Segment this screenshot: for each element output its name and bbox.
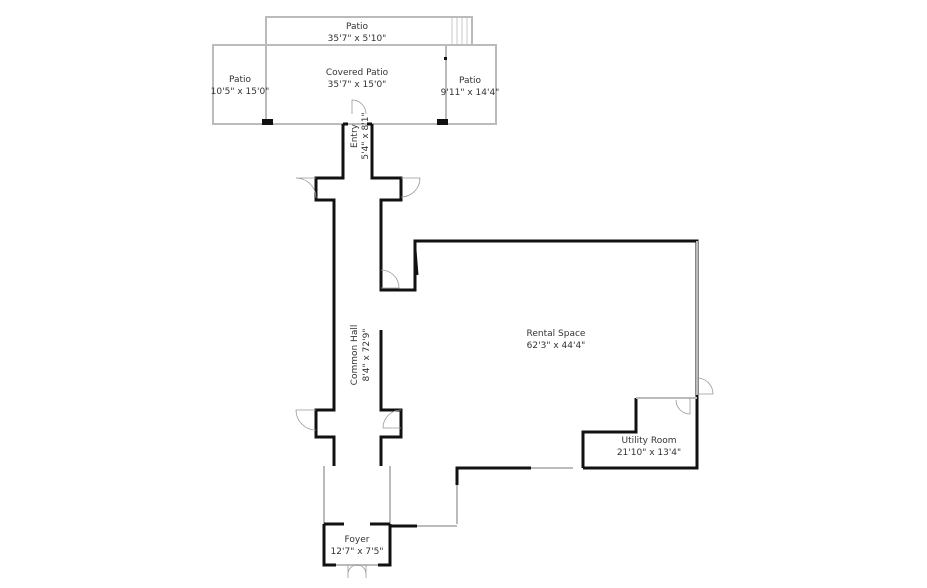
svg-text:5'4" x 8'1": 5'4" x 8'1" — [361, 112, 371, 159]
svg-text:62'3" x 44'4": 62'3" x 44'4" — [527, 341, 586, 351]
svg-text:35'7" x 5'10": 35'7" x 5'10" — [328, 34, 387, 44]
svg-text:Covered Patio: Covered Patio — [326, 68, 389, 78]
svg-text:21'10" x 13'4": 21'10" x 13'4" — [617, 448, 681, 458]
svg-text:12'7" x 7'5": 12'7" x 7'5" — [331, 547, 384, 557]
svg-text:8'4" x 72'9": 8'4" x 72'9" — [362, 329, 372, 382]
stairs — [451, 17, 468, 45]
svg-text:Patio: Patio — [459, 76, 482, 86]
svg-text:Rental Space: Rental Space — [527, 329, 586, 339]
interior-walls — [314, 122, 699, 567]
svg-text:10'5" x 15'0": 10'5" x 15'0" — [211, 87, 270, 97]
room-label-foyer: Foyer 12'7" x 7'5" — [331, 535, 384, 557]
svg-text:Entry: Entry — [350, 123, 360, 148]
post — [437, 119, 448, 125]
room-label-utility-room: Utility Room 21'10" x 13'4" — [617, 436, 681, 458]
room-label-patio-right: Patio 9'11" x 14'4" — [441, 76, 500, 98]
svg-text:35'7" x 15'0": 35'7" x 15'0" — [328, 80, 387, 90]
svg-text:Patio: Patio — [346, 22, 369, 32]
svg-text:Foyer: Foyer — [345, 535, 370, 545]
room-label-entry: Entry 5'4" x 8'1" — [350, 112, 371, 159]
room-label-covered-patio: Covered Patio 35'7" x 15'0" — [326, 68, 389, 90]
svg-text:Utility Room: Utility Room — [622, 436, 677, 446]
svg-text:Patio: Patio — [229, 75, 252, 85]
patio-area — [212, 16, 497, 125]
post — [262, 119, 273, 125]
svg-text:Common Hall: Common Hall — [350, 325, 360, 386]
svg-text:9'11" x 14'4": 9'11" x 14'4" — [441, 88, 500, 98]
room-label-common-hall: Common Hall 8'4" x 72'9" — [350, 325, 372, 386]
room-label-patio-top: Patio 35'7" x 5'10" — [328, 22, 387, 44]
room-label-rental-space: Rental Space 62'3" x 44'4" — [527, 329, 586, 351]
room-label-patio-left: Patio 10'5" x 15'0" — [211, 75, 270, 97]
doors — [295, 99, 714, 578]
